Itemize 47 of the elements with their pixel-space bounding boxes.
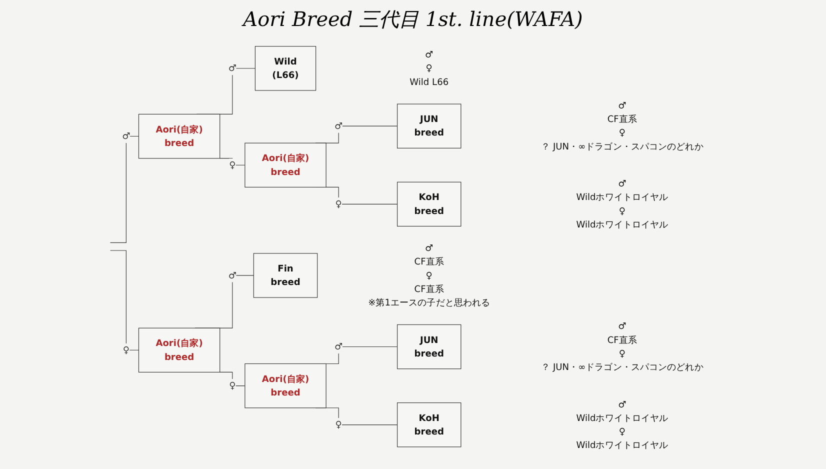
node-label: ♀: [618, 348, 626, 359]
edge-label: ♂: [228, 62, 236, 74]
node-box: Aori(自家) breed: [138, 114, 220, 159]
node-label: ♀: [618, 127, 626, 138]
node-label: ？ JUN・∞ドラゴン・スパコンのどれか: [541, 140, 704, 152]
node-label: ♂: [618, 100, 626, 111]
connector: [110, 136, 140, 243]
node-label: ♂: [618, 398, 626, 410]
edge-label: ♂: [122, 130, 130, 142]
edge-label: ♂: [334, 341, 343, 352]
node-box: Fin breed: [253, 253, 318, 298]
node-box: KoH breed: [397, 182, 462, 227]
edge-label: ♀: [335, 419, 342, 430]
node-label: ♂: [425, 242, 434, 254]
node-label: Wildホワイトロイヤル: [576, 440, 668, 450]
node-label: ♀: [426, 62, 432, 74]
node-label: CF直系: [414, 256, 444, 267]
node-box: KoH breed: [397, 402, 462, 448]
node-label: ♂: [618, 178, 626, 189]
node-label: CF直系: [607, 114, 637, 124]
node-box: Aori(自家) breed: [244, 363, 326, 408]
node-label: CF直系: [607, 334, 637, 346]
node-label: ♀: [618, 426, 626, 437]
node-label: Wildホワイトロイヤル: [576, 218, 668, 230]
edge-label: ♀: [122, 344, 130, 356]
node-box: JUN breed: [397, 324, 462, 370]
edge-label: ♂: [228, 270, 236, 281]
edge-label: ♂: [334, 120, 343, 132]
edge-label: ♀: [335, 198, 342, 210]
node-label: ♀: [426, 270, 432, 281]
diagram-title: Aori Breed 三代目 1st. line(WAFA): [240, 6, 584, 33]
connector: [110, 250, 140, 350]
node-label: ？ JUN・∞ドラゴン・スパコンのどれか: [541, 361, 704, 372]
node-label: ♂: [618, 320, 626, 332]
node-label: ♂: [425, 49, 434, 60]
edge-label: ♀: [229, 380, 236, 391]
node-label: CF直系: [414, 283, 444, 294]
edge-label: ♀: [229, 159, 236, 170]
node-label: Wildホワイトロイヤル: [576, 412, 668, 424]
node-label: Wild L66: [410, 76, 449, 88]
node-label: Wildホワイトロイヤル: [576, 192, 668, 202]
node-label: ※第1エースの子だと思われる: [368, 296, 490, 308]
node-label: ♀: [618, 205, 626, 216]
node-box: Aori(自家) breed: [244, 142, 326, 188]
node-box: JUN breed: [397, 104, 462, 148]
node-box: Wild (L66): [254, 46, 316, 91]
node-box: Aori(自家) breed: [138, 328, 220, 372]
